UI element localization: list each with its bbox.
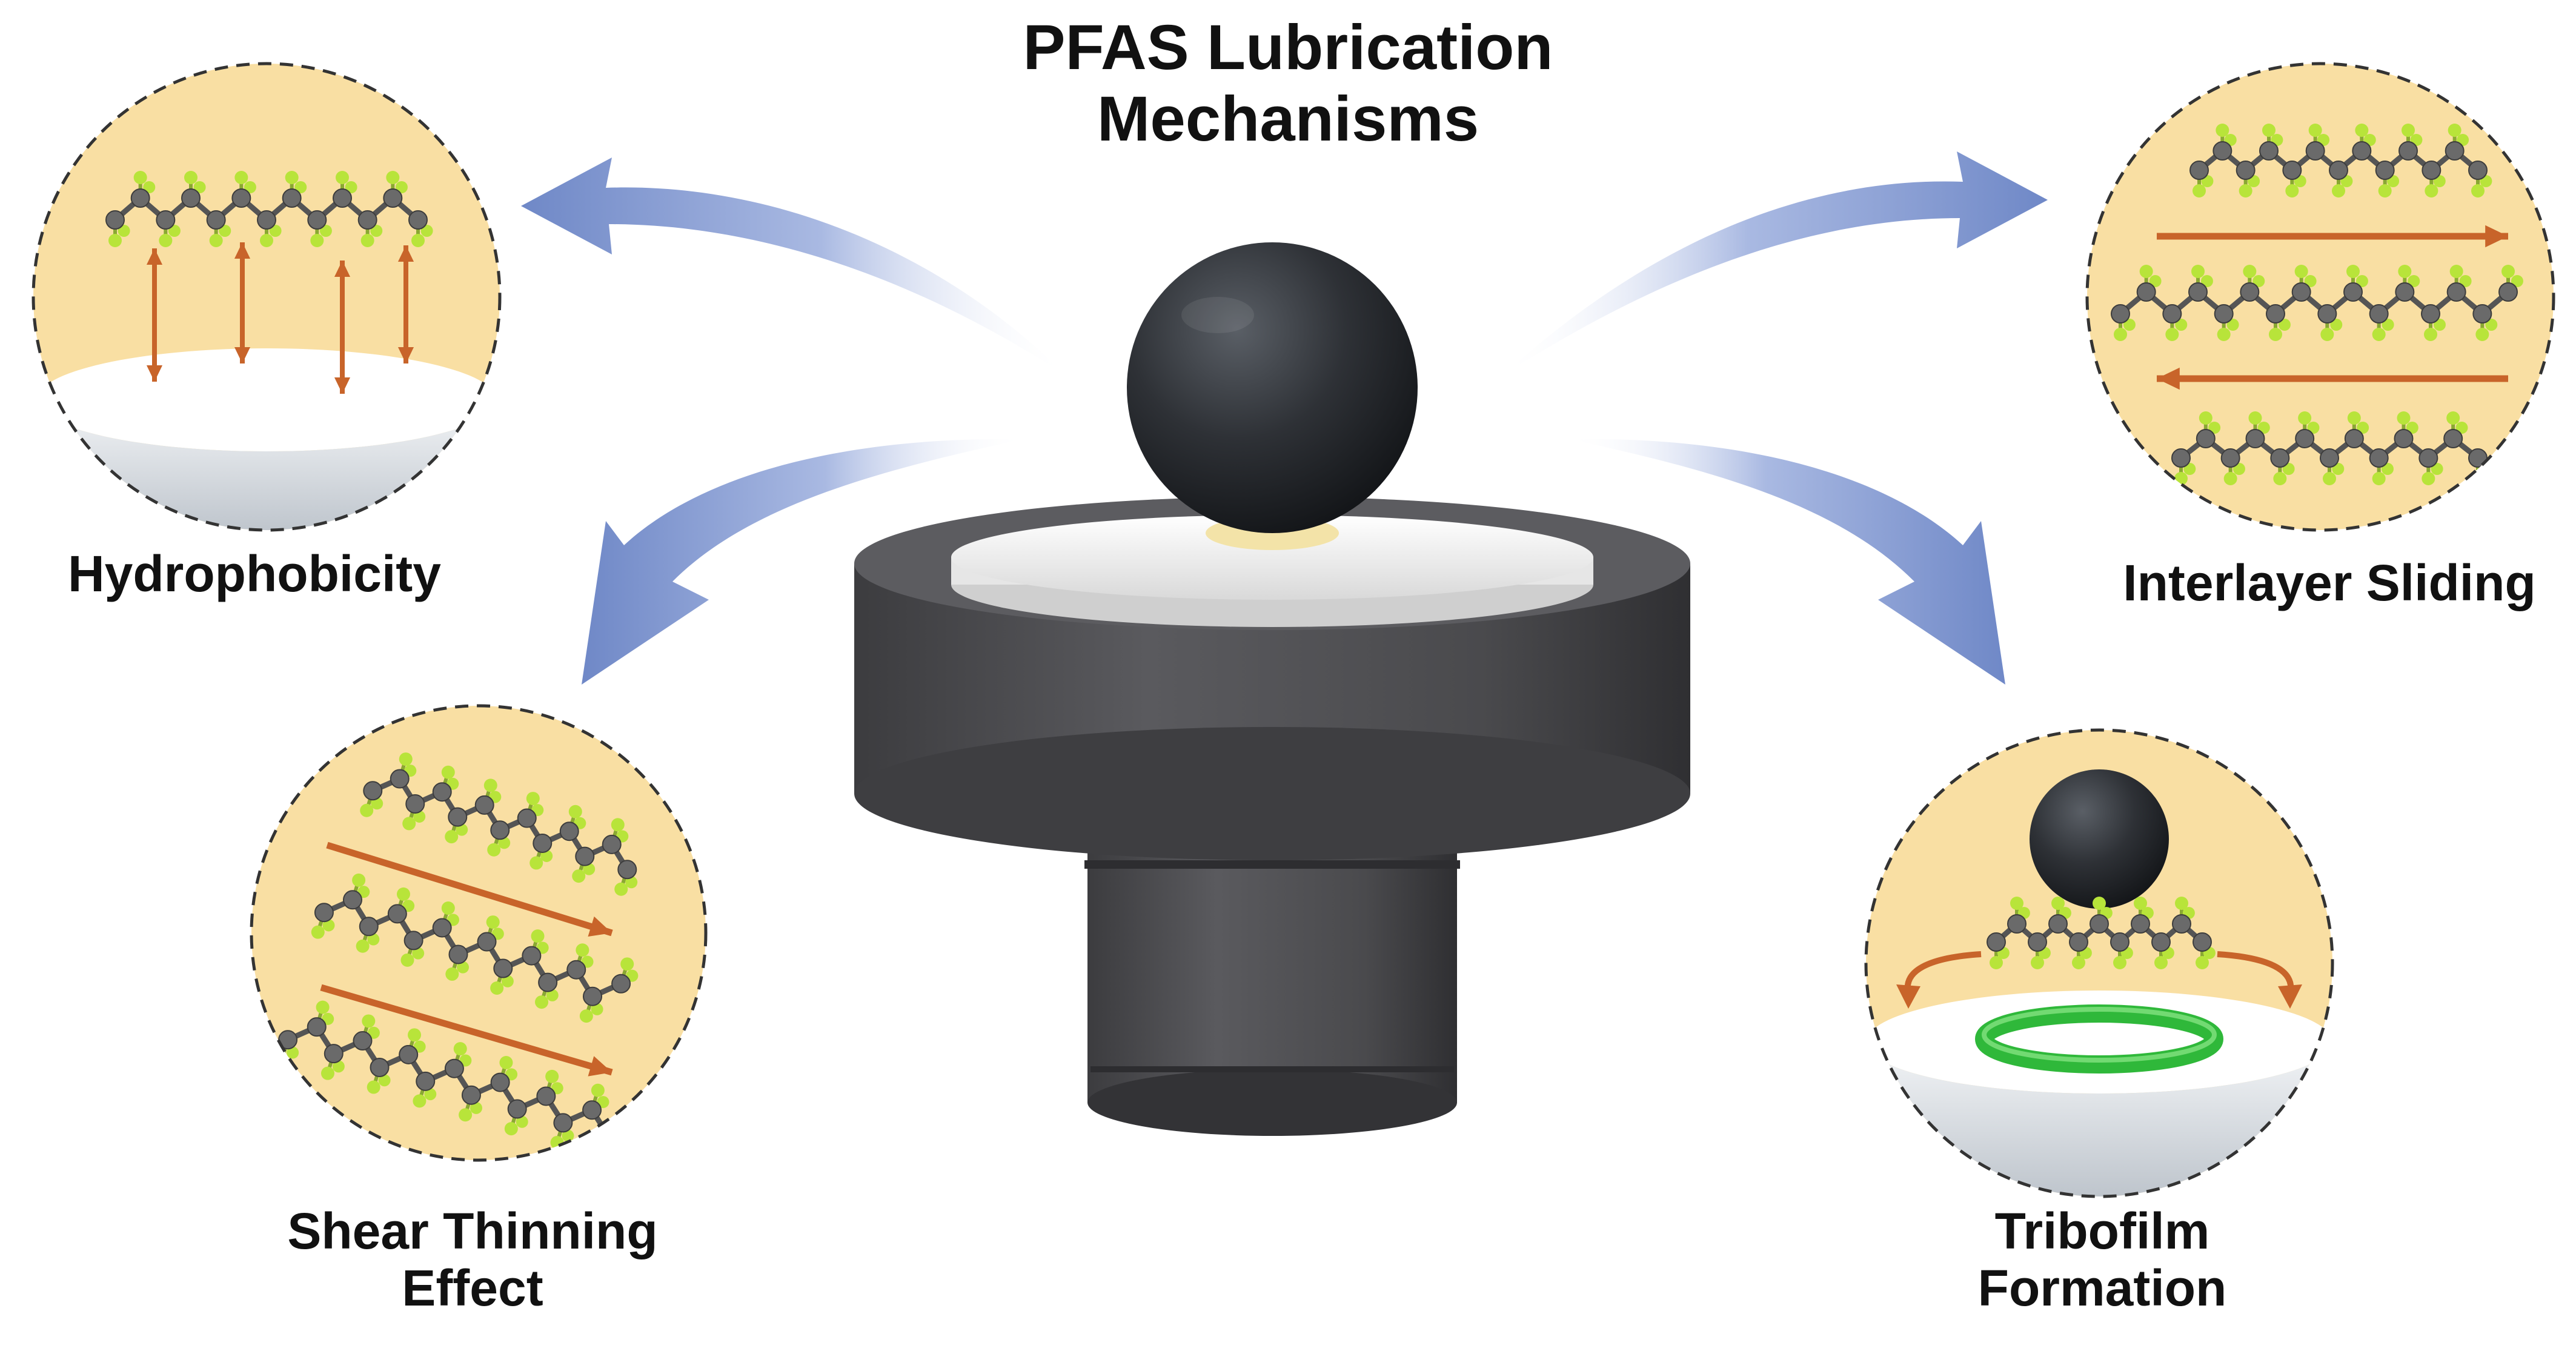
curved-arrow-icon-top-left [521,158,1066,376]
curved-arrow-icon-bottom-left [582,439,1024,685]
perfluoro-chain-icon [275,752,639,1160]
tribofilm-label-line-2: Formation [1977,1259,2227,1317]
hydrophobicity-label: Hydrophobicity [67,545,441,602]
hydrophobicity-panel [32,62,502,532]
tribofilm-label-line-1: Tribofilm [1994,1203,2210,1259]
title-line-2: Mechanisms [1097,83,1479,154]
shear-thinning-panel [250,704,708,1162]
interlayer-sliding-label: Interlayer Sliding [2123,554,2536,611]
shear-thinning-label: Shear Thinning Effect [224,1203,721,1316]
sliding-arrows [2157,225,2508,390]
curved-arrow-icon-bottom-right [1569,439,2005,685]
shear-thinning-label-line-1: Shear Thinning [287,1203,658,1259]
diagram-title: PFAS Lubrication Mechanisms [803,12,1773,154]
ball-on-disk-tribometer-icon [854,242,1690,1136]
tribofilm-panel [1864,728,2334,1198]
shear-arrows [320,841,613,1077]
shear-thinning-label-line-2: Effect [402,1259,543,1317]
curved-arrow-icon-top-right [1502,151,2048,376]
repulsion-arrows [146,242,414,394]
title-line-1: PFAS Lubrication [1023,12,1553,83]
interlayer-sliding-panel [2085,62,2555,532]
tribofilm-label: Tribofilm Formation [1854,1203,2351,1316]
perfluoro-chain-icon [1987,897,2216,969]
perfluoro-chain-icon [105,171,433,247]
perfluoro-chain-icon [2111,124,2523,485]
